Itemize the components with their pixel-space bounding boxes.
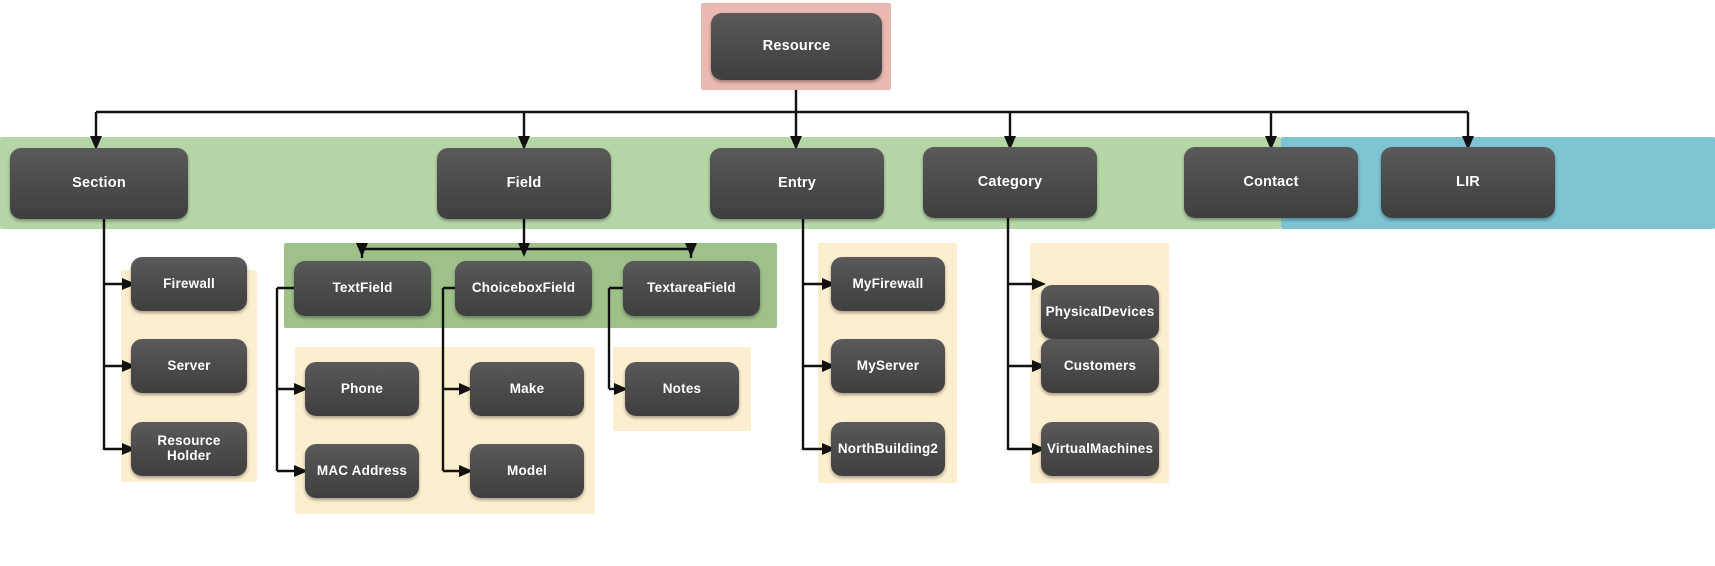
node-resource[interactable]: Resource xyxy=(711,13,882,80)
node-phone[interactable]: Phone xyxy=(305,362,419,416)
node-physicaldevices[interactable]: PhysicalDevices xyxy=(1041,285,1159,339)
node-mac-address[interactable]: MAC Address xyxy=(305,444,419,498)
node-resource-holder[interactable]: Resource Holder xyxy=(131,422,247,476)
node-notes[interactable]: Notes xyxy=(625,362,739,416)
node-firewall[interactable]: Firewall xyxy=(131,257,247,311)
node-category[interactable]: Category xyxy=(923,147,1097,218)
node-entry[interactable]: Entry xyxy=(710,148,884,219)
node-virtualmachines[interactable]: VirtualMachines xyxy=(1041,422,1159,476)
node-server[interactable]: Server xyxy=(131,339,247,393)
node-customers[interactable]: Customers xyxy=(1041,339,1159,393)
node-section[interactable]: Section xyxy=(10,148,188,219)
node-myfirewall[interactable]: MyFirewall xyxy=(831,257,945,311)
node-field[interactable]: Field xyxy=(437,148,611,219)
node-myserver[interactable]: MyServer xyxy=(831,339,945,393)
node-textareafield[interactable]: TextareaField xyxy=(623,261,760,316)
node-choiceboxfield[interactable]: ChoiceboxField xyxy=(455,261,592,316)
node-textfield[interactable]: TextField xyxy=(294,261,431,316)
node-northbuilding2[interactable]: NorthBuilding2 xyxy=(831,422,945,476)
node-make[interactable]: Make xyxy=(470,362,584,416)
node-contact[interactable]: Contact xyxy=(1184,147,1358,218)
node-model[interactable]: Model xyxy=(470,444,584,498)
node-lir[interactable]: LIR xyxy=(1381,147,1555,218)
